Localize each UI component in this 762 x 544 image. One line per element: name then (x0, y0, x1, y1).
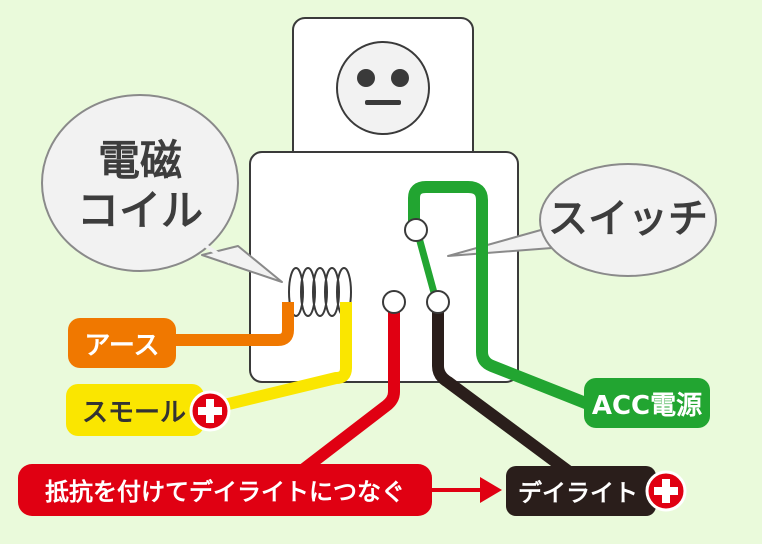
daylight-label: デイライト (506, 466, 656, 516)
red-terminal (382, 290, 406, 314)
relay-face-icon (336, 41, 430, 135)
daylight-label-text: デイライト (518, 479, 638, 507)
acc-label-text: ACC電源 (592, 391, 702, 421)
small-wire (210, 302, 352, 414)
resistor-note-label: 抵抗を付けてデイライトにつなぐ (18, 464, 432, 516)
acc-wire (408, 181, 591, 410)
coil-callout: 電磁 コイル (41, 94, 283, 283)
arrow-right-icon (432, 477, 502, 503)
switch-callout: スイッチ (447, 163, 717, 277)
acc-label: ACC電源 (584, 378, 710, 428)
switch-pivot-terminal (404, 218, 428, 242)
small-label-text: スモール (82, 398, 186, 428)
resistor-note-text: 抵抗を付けてデイライトにつなぐ (45, 478, 405, 506)
black-wire (432, 310, 576, 479)
terminals (382, 218, 450, 314)
black-terminal (426, 290, 450, 314)
coil-callout-line2: コイル (77, 186, 203, 235)
plus-icon (645, 470, 687, 512)
plus-icon (189, 390, 231, 432)
coil-icon (288, 267, 352, 317)
red-wire (296, 310, 400, 477)
switch-callout-text: スイッチ (548, 196, 708, 242)
earth-label-text: アース (84, 331, 159, 361)
small-label: スモール (66, 384, 204, 436)
coil-callout-line1: 電磁 (98, 136, 182, 185)
earth-label: アース (68, 318, 176, 368)
earth-wire (165, 302, 294, 346)
switch-arm (414, 230, 440, 304)
